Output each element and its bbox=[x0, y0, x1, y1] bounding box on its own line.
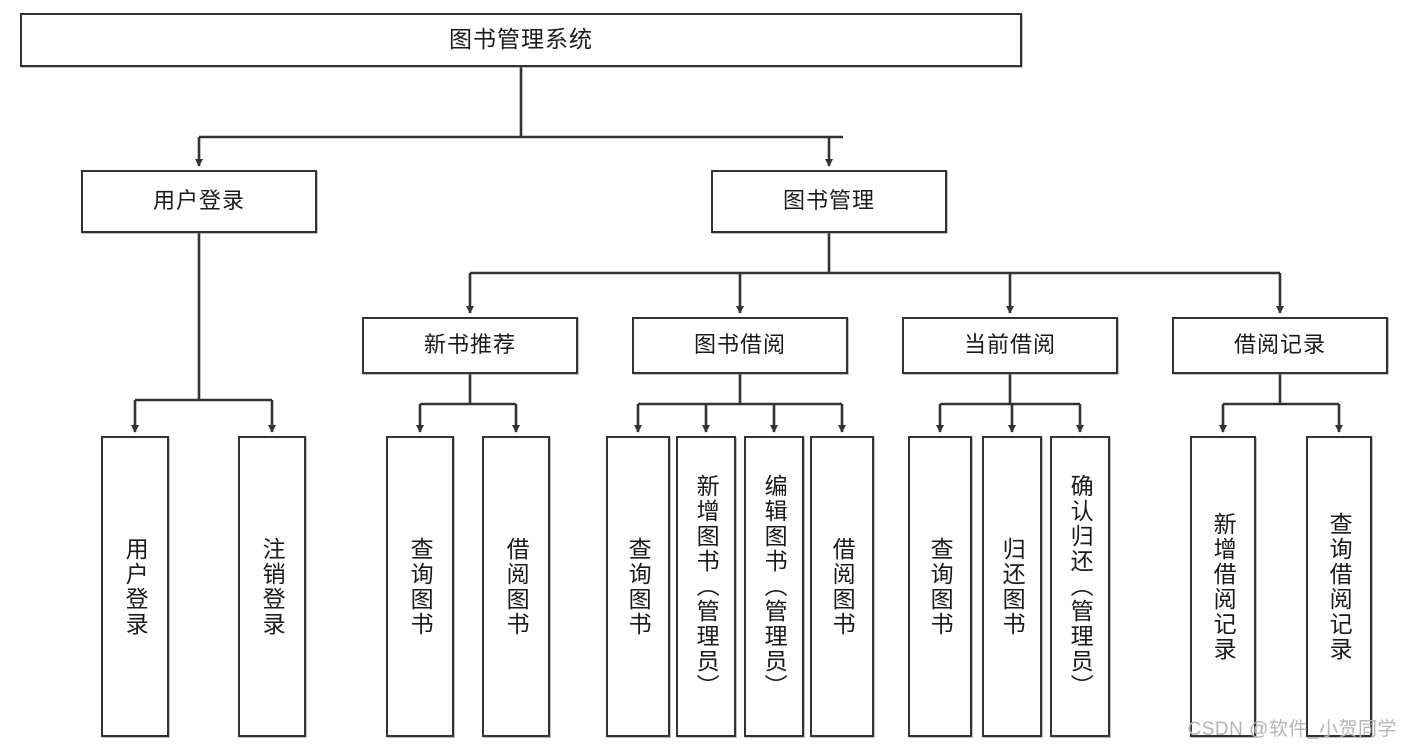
node-leaf-return-book[interactable]: 归还图书 bbox=[982, 436, 1042, 737]
leaf-label: 查询借阅记录 bbox=[1326, 511, 1353, 662]
node-book-manage[interactable]: 图书管理 bbox=[711, 170, 947, 233]
node-book-borrow-label: 图书借阅 bbox=[693, 332, 786, 358]
node-borrow-record[interactable]: 借阅记录 bbox=[1172, 317, 1388, 374]
leaf-label: 借阅图书 bbox=[503, 536, 530, 637]
leaf-label: 用户登录 bbox=[122, 536, 149, 637]
node-leaf-edit-book[interactable]: 编辑图书（管理员） bbox=[744, 436, 804, 737]
leaf-label: 查询图书 bbox=[927, 536, 954, 637]
leaf-label: 注销登录 bbox=[259, 536, 286, 637]
node-book-borrow[interactable]: 图书借阅 bbox=[632, 317, 848, 374]
node-borrow-record-label: 借阅记录 bbox=[1233, 332, 1326, 358]
leaf-label: 确认归还（管理员） bbox=[1067, 474, 1094, 699]
node-leaf-confirm-return[interactable]: 确认归还（管理员） bbox=[1050, 436, 1110, 737]
node-leaf-borrow-book-bor[interactable]: 借阅图书 bbox=[810, 436, 874, 737]
node-book-manage-label: 图书管理 bbox=[782, 188, 875, 214]
node-new-book-recommend[interactable]: 新书推荐 bbox=[362, 317, 578, 374]
node-current-borrow-label: 当前借阅 bbox=[963, 332, 1056, 358]
node-leaf-borrow-book-rec[interactable]: 借阅图书 bbox=[482, 436, 550, 737]
leaf-label: 借阅图书 bbox=[829, 536, 856, 637]
leaf-label: 归还图书 bbox=[999, 536, 1026, 637]
node-leaf-user-logout[interactable]: 注销登录 bbox=[238, 436, 306, 737]
node-leaf-query-book-bor[interactable]: 查询图书 bbox=[606, 436, 670, 737]
node-root[interactable]: 图书管理系统 bbox=[20, 13, 1022, 67]
node-leaf-user-login[interactable]: 用户登录 bbox=[101, 436, 169, 737]
node-leaf-query-book-rec[interactable]: 查询图书 bbox=[386, 436, 454, 737]
node-new-book-recommend-label: 新书推荐 bbox=[423, 332, 516, 358]
node-leaf-add-book[interactable]: 新增图书（管理员） bbox=[676, 436, 736, 737]
leaf-label: 查询图书 bbox=[407, 536, 434, 637]
leaf-label: 编辑图书（管理员） bbox=[761, 474, 788, 699]
leaf-label: 新增图书（管理员） bbox=[693, 474, 720, 699]
node-user-login-label: 用户登录 bbox=[152, 188, 245, 214]
node-current-borrow[interactable]: 当前借阅 bbox=[902, 317, 1118, 374]
node-root-label: 图书管理系统 bbox=[449, 26, 593, 53]
node-leaf-query-record[interactable]: 查询借阅记录 bbox=[1306, 436, 1372, 737]
node-leaf-query-book-cur[interactable]: 查询图书 bbox=[908, 436, 972, 737]
leaf-label: 新增借阅记录 bbox=[1210, 511, 1237, 662]
node-user-login[interactable]: 用户登录 bbox=[81, 170, 317, 233]
node-leaf-add-record[interactable]: 新增借阅记录 bbox=[1190, 436, 1256, 737]
leaf-label: 查询图书 bbox=[625, 536, 652, 637]
watermark: CSDN @软件_小贺同学 bbox=[1187, 719, 1397, 740]
